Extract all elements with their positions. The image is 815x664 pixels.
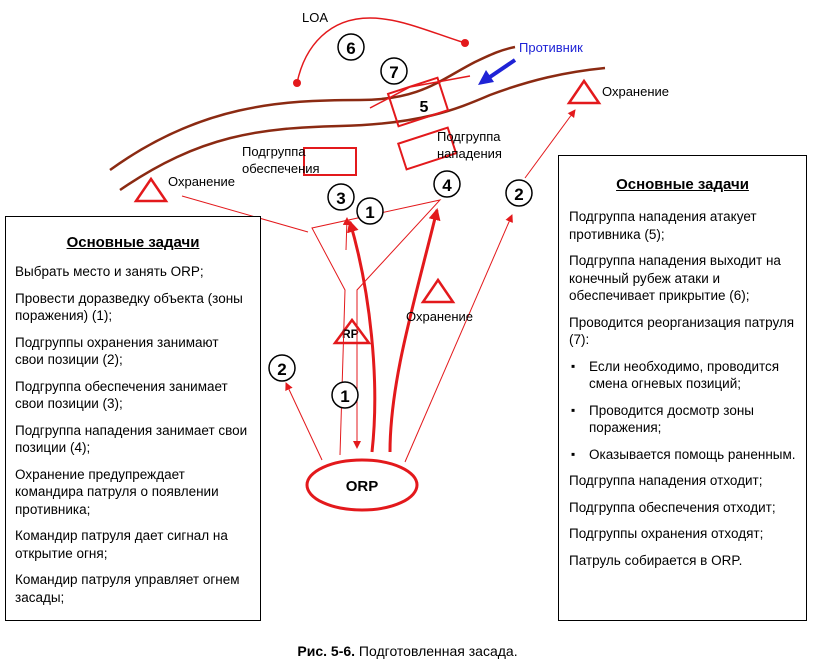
loa-end-right: [461, 39, 469, 47]
marker-3: 3: [327, 183, 355, 211]
task-item: Командир патруля управляет огнем засады;: [15, 572, 240, 605]
task-item: Выбрать место и занять ORP;: [15, 264, 204, 279]
marker-2-right: 2: [505, 179, 533, 207]
orp-ellipse: [305, 458, 419, 512]
marker-1-bottom: 1: [331, 381, 359, 409]
security-label-right: Охранение: [602, 84, 669, 99]
svg-text:1: 1: [365, 203, 374, 222]
enemy-arrow-head: [478, 70, 494, 85]
task-bullet: Если необходимо, проводится смена огневы…: [571, 358, 796, 393]
task-item: Командир патруля дает сигнал на открытие…: [15, 528, 228, 561]
assault-position-5: [386, 76, 450, 128]
security-label-center: Охранение: [406, 309, 473, 324]
enemy-label: Противник: [519, 40, 583, 55]
loa-end-left: [293, 79, 301, 87]
security-route-left: [285, 382, 323, 461]
right-tasks-box: Основные задачи Подгруппа нападения атак…: [558, 155, 807, 621]
right-box-title: Основные задачи: [616, 176, 749, 193]
loa-label: LOA: [302, 10, 328, 25]
task-item: Подгруппы охранения отходят;: [569, 526, 764, 541]
security-route-left-2: [181, 195, 309, 233]
caption-label: Рис. 5-6.: [297, 643, 356, 659]
security-label-left: Охранение: [168, 174, 235, 189]
marker-4: 4: [433, 170, 461, 198]
caption-text: Подготовленная засада.: [355, 643, 518, 659]
support-group-box: [303, 147, 357, 176]
svg-text:2: 2: [277, 360, 286, 379]
svg-text:3: 3: [336, 189, 345, 208]
task-item: Подгруппа обеспечения отходит;: [569, 499, 776, 515]
road-lower-edge: [119, 66, 606, 192]
svg-text:7: 7: [389, 63, 398, 82]
task-bullet: Проводится досмотр зоны поражения;: [571, 402, 796, 437]
security-route-right-2: [524, 109, 576, 179]
task-item: Подгруппа обеспечения занимает свои пози…: [15, 378, 228, 412]
svg-text:4: 4: [442, 176, 452, 195]
left-box-title: Основные задачи: [66, 234, 200, 251]
assault-group-label: Подгруппа нападения: [437, 129, 504, 161]
assault-group-box: [396, 126, 458, 171]
task-item: Подгруппа нападения атакует противника (…: [569, 209, 757, 242]
right-task-list-before: Подгруппа нападения атакует противника (…: [569, 208, 796, 349]
svg-text:2: 2: [514, 185, 523, 204]
rp-label: RP: [342, 327, 359, 341]
svg-text:6: 6: [346, 39, 355, 58]
marker-2-left: 2: [268, 354, 296, 382]
task-item: Провести доразведку объекта (зоны пораже…: [15, 290, 243, 324]
right-task-bullets: Если необходимо, проводится смена огневы…: [569, 358, 796, 464]
marker-7: 7: [380, 57, 408, 85]
task-item: Охранение предупреждает командира патрул…: [15, 466, 219, 517]
task-item: Подгруппа нападения выходит на конечный …: [569, 253, 781, 303]
recon-arrow-up: [342, 217, 351, 251]
task-item: Подгруппы охранения занимают свои позици…: [15, 334, 219, 368]
loa-line: [296, 17, 466, 84]
figure-caption: Рис. 5-6. Подготовленная засада.: [0, 643, 815, 659]
security-route-right: [404, 214, 513, 463]
right-task-list-after: Подгруппа нападения отходит; Подгруппа об…: [569, 472, 796, 569]
task-item: Подгруппа нападения занимает свои позици…: [15, 422, 248, 456]
left-task-list: Выбрать место и занять ORP; Провести дора…: [15, 263, 251, 606]
task-item: Проводится реорганизация патруля (7):: [569, 314, 795, 348]
road-upper-edge: [109, 45, 516, 172]
security-triangle-center: [420, 277, 456, 304]
left-tasks-box: Основные задачи Выбрать место и занять O…: [5, 216, 261, 621]
orp-label: ORP: [346, 478, 379, 495]
security-triangle-left: [133, 176, 169, 203]
svg-text:1: 1: [340, 387, 349, 406]
task-item: Подгруппа нападения отходит;: [569, 473, 763, 488]
marker-6: 6: [337, 33, 365, 61]
marker-1-top: 1: [356, 197, 384, 225]
assault-thick-arrow: [388, 208, 441, 453]
task-item: Патруль собирается в ORP.: [569, 552, 743, 568]
support-thick-arrow: [347, 220, 377, 453]
task-bullet: Оказывается помощь раненным.: [571, 446, 796, 464]
support-group-label: Подгруппа обеспечения: [242, 144, 320, 176]
security-triangle-right: [566, 78, 602, 105]
marker-5: 5: [420, 99, 429, 116]
